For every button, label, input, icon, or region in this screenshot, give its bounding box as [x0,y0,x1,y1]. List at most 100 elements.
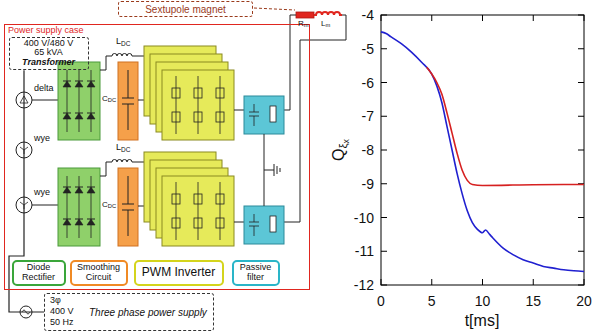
y-tick-label-part: -9 [362,176,374,192]
diode-symbol [63,187,71,193]
diode-symbol [63,113,71,114]
x-tick-label: 10 [475,294,491,308]
diode-symbol [75,113,83,114]
wire [138,100,144,101]
y-tick-label-part: -4 [362,7,374,23]
inductor-label: LDC [116,143,130,153]
y-axis-title-part: x [341,139,351,143]
y-tick-label: -8 [362,143,374,157]
diode-symbol [63,81,71,82]
diode-symbol [75,187,83,188]
switch-symbol [172,194,180,204]
magnet-coil [314,12,342,15]
y-tick-label: -4 [362,8,374,22]
x-tick-label-part: 15 [525,293,541,309]
smoothing-legend-box: Smoothing Circuit [70,260,128,286]
y-axis-title-part: ξ [337,143,349,148]
inverter-legend-box: PWM Inverter [134,260,224,286]
diode-symbol [87,113,95,114]
resistance-label: Rm [298,20,309,29]
y-tick-label-part: -10 [354,210,374,226]
y-tick-label-part: -7 [362,108,374,124]
node-text: PWM Inverter [142,266,215,279]
rectifier-block [58,62,100,140]
diode-symbol [75,219,83,225]
x-axis-title-part: t[ms] [465,312,500,329]
winding-label-part: wye [34,187,50,197]
capacitor-symbol [249,104,259,126]
smoothing-block [118,62,138,140]
diode-symbol [75,187,83,193]
wire [220,76,221,134]
winding-label-part: delta [34,83,54,93]
node-text: Three phase power supply [89,307,207,318]
diode-symbol [75,219,83,220]
wire [234,110,244,111]
wire [198,76,199,134]
wire [198,182,199,240]
capacitor-symbol [122,176,134,236]
wire [32,205,58,206]
x-tick-label: 15 [525,294,541,308]
wire [67,70,68,132]
node-text: Sextupole magnet [145,4,226,15]
wire [67,176,68,238]
ground-symbol [264,134,280,206]
capacitor-label-part: C [102,200,108,209]
wire [100,162,112,176]
wire [234,222,244,223]
diode-symbol [63,81,71,87]
switch-symbol [216,112,224,122]
inductor-symbol [112,54,144,57]
wire [176,76,177,134]
winding-label: delta [34,84,54,93]
y-tick-label-part: -11 [355,243,374,259]
diode-symbol [87,81,95,82]
diode-symbol [63,219,71,220]
y-tick-label: -6 [362,76,374,90]
y-tick-label: -7 [362,109,374,123]
capacitor-label-part: C [102,94,108,103]
node-text: Passive filter [236,263,276,283]
filter-block [244,206,284,244]
y-tick-label-part: -5 [362,41,374,57]
node-text: Diode Rectifier [16,263,62,283]
wire [91,176,92,238]
wire [138,206,144,207]
inductor-symbol [112,160,144,163]
leader-line [254,8,295,10]
switch-symbol [172,88,180,98]
node-text: Transformer [22,58,75,68]
winding-label-part: wye [34,133,50,143]
x-tick-label-part: 20 [576,293,592,309]
diode-symbol [87,219,95,220]
capacitor-label: CDC [102,95,116,104]
smoothing-block [118,168,138,246]
wire [91,70,92,132]
y-tick-label: -5 [362,42,374,56]
capacitor-label-part: DC [108,97,116,103]
filter-legend-box: Passive filter [232,260,280,286]
resistance-label-part: R [298,19,304,28]
capacitor-label-part: DC [108,203,116,209]
diode-symbol [87,187,95,188]
y-tick-label: -10 [354,211,374,225]
y-tick-label: -9 [362,177,374,191]
switch-symbol [216,194,224,204]
x-tick-label-part: 5 [428,293,436,309]
capacitor-label: CDC [102,201,116,210]
diode-symbol [75,113,83,119]
inductor-label-part: DC [121,146,130,153]
diode-symbol [87,81,95,87]
node-text: Smoothing Circuit [74,263,124,283]
switch-symbol [172,112,180,122]
power-supply-case: Power supply case400 V/480 V65 kVATransf… [4,24,310,290]
node-text: 400 V/480 V [24,39,74,49]
switch-symbol [216,88,224,98]
node-text: 50 Hz [50,318,74,328]
diode-symbol [63,219,71,225]
inductance-label-part: m [325,22,330,28]
data-curve [427,67,584,185]
switch-symbol [194,88,202,98]
